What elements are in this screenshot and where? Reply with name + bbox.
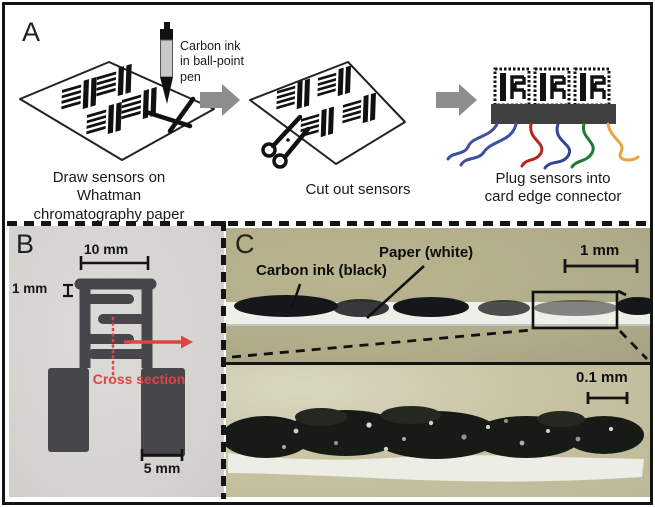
cross-section-arrow [124,335,193,349]
carbon-ink-label: Carbon ink (black) [256,262,387,279]
panel-c-label: C [235,229,255,259]
caption-line: chromatography paper [33,205,185,223]
step3-caption: Plug sensors into card edge connector [472,170,634,207]
caption-line: Cut out sensors [305,181,411,198]
scalebar-01mm [586,392,629,404]
panel-b-label: B [16,229,35,259]
paper-band [228,453,644,482]
scalebar-10mm-label: 10 mm [83,241,129,257]
pen-note-line: in ball-point [180,54,244,69]
caption-line: Draw sensors on Whatman [52,169,166,205]
connector-wires [446,122,640,170]
line-width-label: 1 mm [12,281,48,296]
carbon-pointer-line [290,283,302,309]
line-width-bracket [63,283,73,298]
caption-line: Plug sensors into [495,170,611,187]
panel-c-top-micrograph [226,228,650,362]
sensor-pad-right [141,368,185,457]
pen-note-line: pen [180,69,201,84]
scalebar-5mm [140,449,184,461]
dashed-divider-vertical [221,221,226,499]
scalebar-1mm-label: 1 mm [580,242,620,259]
cross-section-label: Cross section [92,371,186,387]
step1-caption: Draw sensors on Whatman chromatography p… [23,169,195,224]
scalebar-10mm [79,256,150,270]
step2-caption: Cut out sensors [288,181,428,199]
scissors-icon [261,114,311,169]
sensor-pad-left [48,368,89,452]
pen-icon [160,22,173,104]
panel-a-graphics [19,22,640,170]
paper-sheet-1 [19,61,215,161]
magnification-lines [231,289,649,360]
caption-line: card edge connector [484,188,622,206]
paper-sheet-2 [249,61,406,165]
panel-a-label: A [22,17,41,47]
pen-note-line: Carbon ink [180,39,241,53]
scalebar-1mm [563,259,639,273]
drawn-stroke [143,96,196,134]
dashed-divider-horizontal [7,221,648,226]
drawn-sensor [74,278,157,368]
carbon-ink-strip [234,295,650,317]
arrow-right-icon [200,84,240,116]
ink-speckles [282,419,613,452]
scalebar-01mm-label: 0.1 mm [576,369,628,386]
carbon-ink-magnified [226,406,644,459]
paper-pointer-line [366,265,425,319]
card-edge-connector [446,67,640,170]
pen-note: Carbon ink in ball-point pen [180,39,244,85]
scalebar-5mm-label: 5 mm [143,460,181,476]
paper-label: Paper (white) [379,244,474,261]
arrow-right-icon [436,84,477,116]
panel-b-photo [9,226,224,497]
panel-c-bottom-micrograph [226,362,650,497]
zoom-region-rect [531,290,619,330]
